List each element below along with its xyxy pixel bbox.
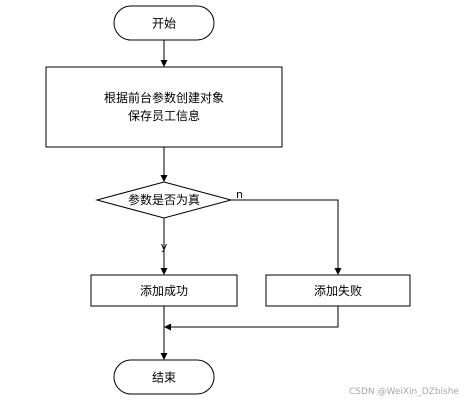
process-node-label-line-2: 保存员工信息: [128, 108, 200, 123]
success-node-label: 添加成功: [140, 284, 188, 298]
failure-node: 添加失败: [265, 274, 411, 307]
decision-node: 参数是否为真: [95, 181, 233, 219]
arrowhead-decision-to-success: [160, 268, 168, 275]
no-branch-label: n: [236, 188, 243, 201]
watermark: CSDN @WeiXin_DZbishe: [348, 387, 459, 397]
arrowhead-process-to-decision: [160, 175, 168, 182]
start-node-label: 开始: [152, 17, 176, 31]
arrowhead-decision-to-failure: [334, 268, 342, 275]
process-node-label-line-1: 根据前台参数创建对象: [104, 90, 224, 105]
arrowhead-success-to-end: [160, 353, 168, 360]
arrowhead-start-to-process: [160, 60, 168, 67]
yes-branch-label: y: [161, 240, 168, 253]
process-node: 根据前台参数创建对象 保存员工信息: [45, 66, 283, 148]
decision-node-label: 参数是否为真: [128, 192, 200, 207]
failure-node-label: 添加失败: [314, 283, 362, 298]
edge-failure-to-merge: [171, 306, 339, 328]
arrowhead-failure-to-merge: [164, 323, 171, 331]
end-node: 结束: [113, 359, 215, 395]
start-node: 开始: [113, 5, 215, 41]
success-node: 添加成功: [90, 274, 238, 307]
end-node-label: 结束: [152, 371, 176, 385]
edge-decision-to-failure: [231, 199, 339, 268]
